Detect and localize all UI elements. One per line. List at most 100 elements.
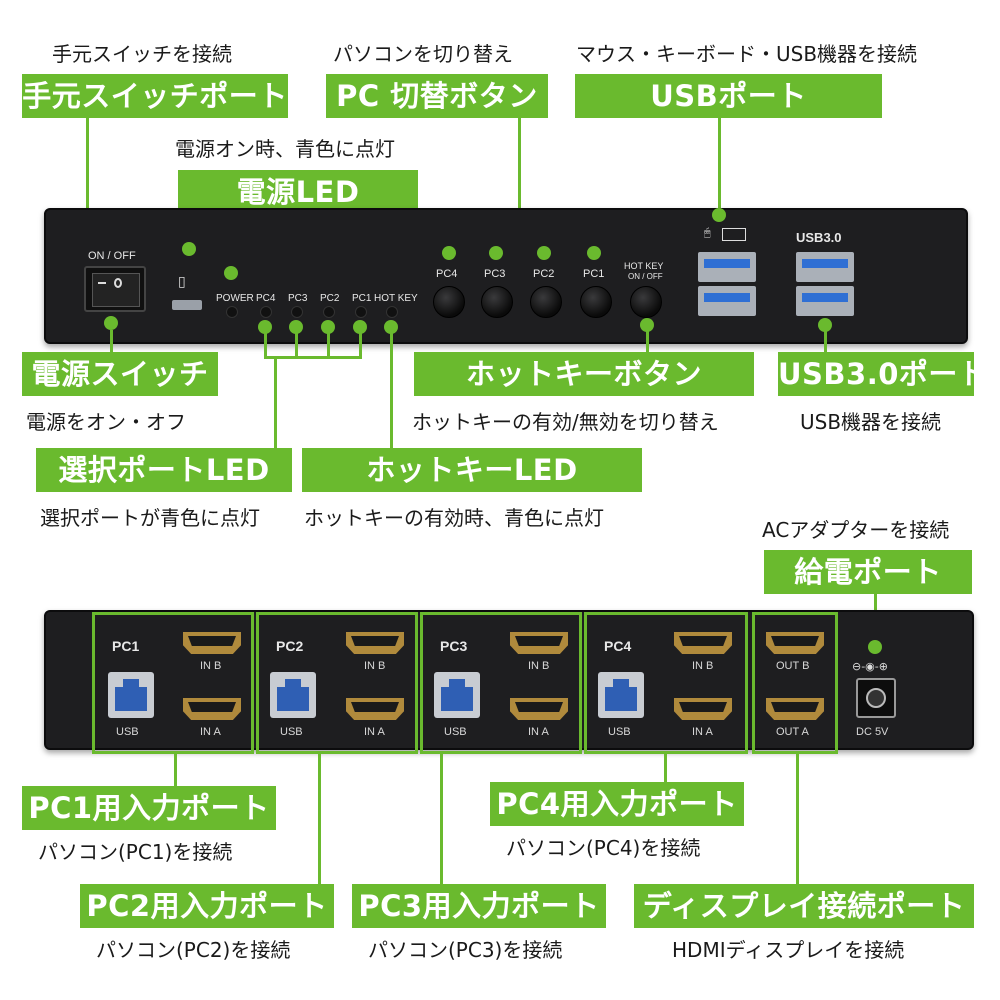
power-switch[interactable] [84, 266, 146, 312]
pc3-led [291, 306, 303, 318]
marker-dot [353, 320, 367, 334]
leader-line [646, 330, 649, 354]
pc1-port-tag: PC1用入力ポート [22, 786, 276, 830]
pc2-usb-b[interactable] [270, 672, 316, 718]
marker-dot [321, 320, 335, 334]
pc2-label: PC2 [276, 638, 304, 654]
pc3-in-b-label: IN B [528, 660, 550, 672]
usb30-tag: USB3.0ポート [778, 352, 987, 396]
pc-switch-desc: パソコンを切り替え [333, 42, 513, 66]
selected-led-tag: 選択ポートLED [36, 448, 292, 492]
usb30-port-1[interactable] [796, 252, 854, 282]
pc-switch-tag: PC 切替ボタン [326, 74, 548, 118]
marker-dot [712, 208, 726, 222]
hdmi-out-b[interactable] [766, 632, 824, 654]
marker-dot [289, 320, 303, 334]
pc4-button[interactable] [433, 286, 465, 318]
btn-pc3-label: PC3 [484, 268, 506, 280]
ac-desc: ACアダプターを接続 [762, 518, 950, 542]
pc4-usb-label: USB [608, 726, 631, 738]
pc1-in-a-label: IN A [200, 726, 221, 738]
pc3-usb-b[interactable] [434, 672, 480, 718]
usb30-port-2[interactable] [796, 286, 854, 316]
leader-line [359, 332, 362, 358]
leader-line [295, 332, 298, 358]
leader-line [110, 330, 113, 352]
pc3-label: PC3 [440, 638, 468, 654]
marker-dot [224, 266, 238, 280]
pc1-button[interactable] [580, 286, 612, 318]
pc1-hdmi-in-a[interactable] [183, 698, 241, 720]
leader-line [718, 118, 721, 213]
pc2-port-tag: PC2用入力ポート [80, 884, 334, 928]
pc1-port-desc: パソコン(PC1)を接続 [38, 840, 233, 864]
marker-dot [489, 246, 503, 260]
leader-line [664, 754, 667, 784]
marker-dot [182, 242, 196, 256]
leader-line [86, 118, 89, 233]
marker-dot [868, 640, 882, 654]
power-switch-tag: 電源スイッチ [22, 352, 218, 396]
pc4-hdmi-in-b[interactable] [674, 632, 732, 654]
marker-dot [640, 318, 654, 332]
out-b-label: OUT B [776, 660, 810, 672]
power-led-desc: 電源オン時、青色に点灯 [175, 137, 395, 161]
pc2-in-a-label: IN A [364, 726, 385, 738]
out-a-label: OUT A [776, 726, 809, 738]
hdmi-out-a[interactable] [766, 698, 824, 720]
pc3-hdmi-in-b[interactable] [510, 632, 568, 654]
pc1-hdmi-in-b[interactable] [183, 632, 241, 654]
pc3-usb-label: USB [444, 726, 467, 738]
power-switch-desc: 電源をオン・オフ [26, 410, 186, 434]
pc3-button[interactable] [481, 286, 513, 318]
pc2-hdmi-in-a[interactable] [346, 698, 404, 720]
pc2-port-group [256, 612, 418, 754]
pc4-port-group [584, 612, 748, 754]
pc4-in-b-label: IN B [692, 660, 714, 672]
pc2-in-b-label: IN B [364, 660, 386, 672]
leader-line [264, 356, 362, 359]
pc4-label: PC4 [604, 638, 632, 654]
led-hotkey-label: HOT KEY [374, 293, 418, 304]
hotkey-led-tag: ホットキーLED [302, 448, 642, 492]
dc-label: DC 5V [856, 726, 889, 738]
hotkey-button[interactable] [630, 286, 662, 318]
mouse-icon: 🖱 [704, 226, 711, 239]
leader-line [440, 754, 443, 884]
usb30-desc: USB機器を接続 [800, 410, 942, 434]
pc3-hdmi-in-a[interactable] [510, 698, 568, 720]
usb-port-2[interactable] [698, 286, 756, 316]
pc1-led [355, 306, 367, 318]
pc3-in-a-label: IN A [528, 726, 549, 738]
pc4-hdmi-in-a[interactable] [674, 698, 732, 720]
dc-jack[interactable] [856, 678, 896, 718]
pc1-label: PC1 [112, 638, 140, 654]
leader-line [274, 356, 277, 448]
pc1-port-group [92, 612, 254, 754]
manual-switch-port[interactable] [172, 300, 202, 310]
led-pc3-label: PC3 [288, 293, 308, 304]
power-led [226, 306, 238, 318]
marker-dot [537, 246, 551, 260]
pc3-port-group [420, 612, 582, 754]
pc2-button[interactable] [530, 286, 562, 318]
polarity-icon: ⊖-◉-⊕ [852, 660, 888, 673]
leader-line [796, 754, 799, 884]
pc2-hdmi-in-b[interactable] [346, 632, 404, 654]
leader-line [264, 332, 267, 358]
usb-tag: USBポート [575, 74, 882, 118]
usb-port-1[interactable] [698, 252, 756, 282]
selected-led-desc: 選択ポートが青色に点灯 [40, 506, 260, 530]
pc2-usb-label: USB [280, 726, 303, 738]
hotkey-button-label: HOT KEY [624, 261, 664, 271]
pc3-port-tag: PC3用入力ポート [352, 884, 606, 928]
leader-line [518, 118, 521, 226]
on-off-label: ON / OFF [88, 250, 136, 262]
hotkey-led [386, 306, 398, 318]
pc4-port-desc: パソコン(PC4)を接続 [506, 836, 701, 860]
hotkey-button-sublabel: ON / OFF [628, 272, 663, 281]
pc4-usb-b[interactable] [598, 672, 644, 718]
marker-dot [384, 320, 398, 334]
pc1-usb-b[interactable] [108, 672, 154, 718]
led-pc4-label: PC4 [256, 293, 276, 304]
